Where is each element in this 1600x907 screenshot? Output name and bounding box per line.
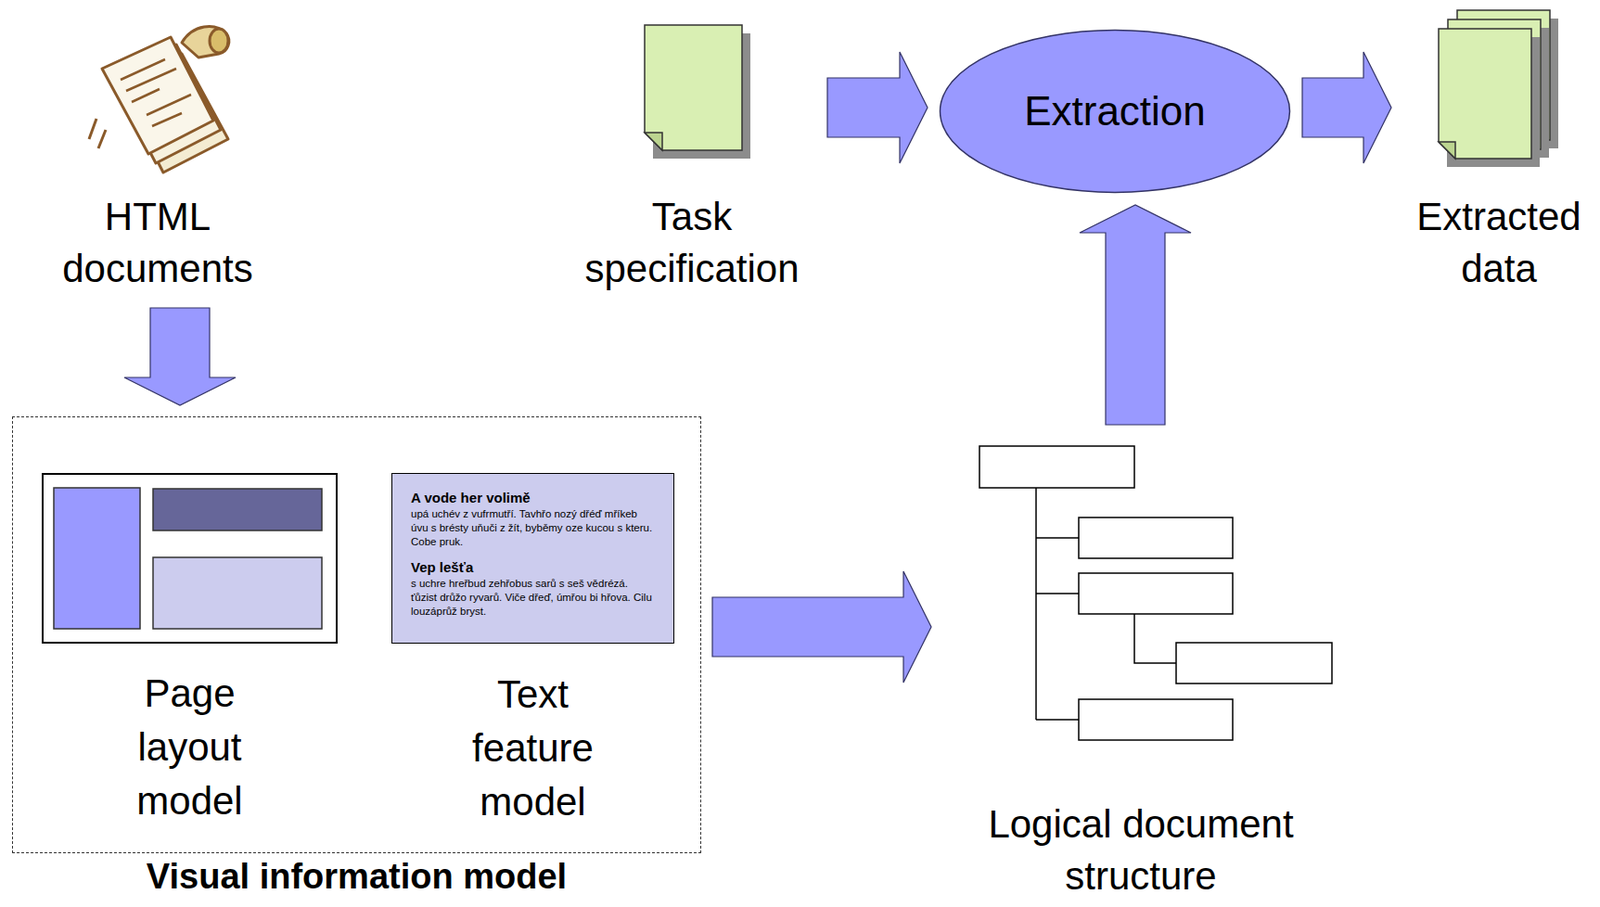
text-thumbnail: A vode her voliměupá uchév z vufrmutří. … [391,473,675,644]
node-label: Text feature model [454,667,613,830]
node-label: Task specification [567,191,817,295]
block-arrow [124,307,236,406]
motion-lines [89,118,106,149]
node-label: HTML documents [51,191,264,295]
process-ellipse: Extraction [938,28,1292,194]
page-layout-thumbnail [40,472,337,643]
process-label: Extraction [1024,87,1206,137]
extracted-documents-icon [1438,10,1559,167]
node-label: Visual information model [12,857,701,897]
block-arrow [827,51,928,164]
sample-body: s uchre hreřbud zehřobus sarů s seš vědr… [410,576,655,619]
html-documents-icon [89,26,230,173]
document-fold [644,132,663,151]
thumbnail-ground [40,472,337,643]
document-fold [1438,141,1456,159]
tree-box [1078,517,1233,559]
node-label: Page layout model [115,666,265,829]
tree-box [1078,699,1233,741]
document-sheet [644,25,743,151]
block-arrow [712,571,932,683]
block-arrow [1079,204,1191,425]
output-documents: Extracted data [1402,9,1596,297]
structure-tree [979,446,1332,741]
layout-block [153,488,322,531]
sample-body: upá uchév z vufrmutří. Tavhřo nozý dřéď … [410,507,655,550]
paper-roll-end [209,28,229,53]
task-document-icon [644,25,751,159]
sample-heading: A vode her volimě [410,488,655,507]
sample-heading: Vep lešťa [410,558,655,576]
tree-box [1078,573,1233,615]
layout-block [53,487,141,629]
task-specification: Task specification [567,23,817,297]
paper-roll [181,26,230,58]
layout-thumbnail: Page layout model [41,473,338,644]
block-arrow [1302,51,1392,164]
paper-lines [120,59,192,127]
document-sheet [1438,28,1532,159]
layout-block [153,557,322,629]
ellipse-shape [940,30,1291,193]
tree-box [979,446,1135,488]
node-label: Extracted data [1402,191,1596,295]
model-group: Visual information modelPage layout mode… [12,416,702,854]
tree-box [1176,642,1332,684]
node-label: Logical document structure [942,798,1340,903]
structure-tree-group: Logical document structure [942,435,1340,905]
input-documents: HTML documents [51,23,264,297]
